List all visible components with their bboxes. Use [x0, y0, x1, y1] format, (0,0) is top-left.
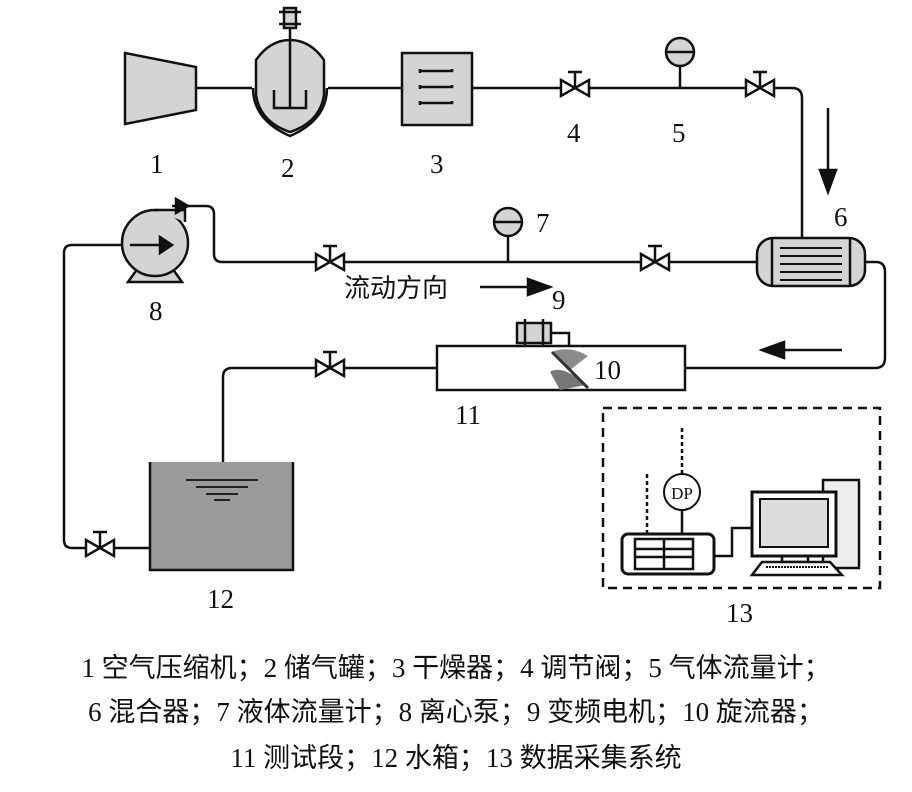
test-section [435, 319, 687, 392]
label-4: 4 [567, 118, 581, 148]
gas-flowmeter-5 [664, 36, 696, 88]
tank-to-pump-line [62, 243, 150, 550]
label-5: 5 [672, 118, 686, 148]
air-compressor [123, 51, 198, 126]
label-11: 11 [455, 400, 481, 430]
swirler [550, 349, 590, 390]
gas-line [196, 86, 804, 238]
caption-line-3: 11 测试段；12 水箱；13 数据采集系统 [230, 743, 682, 773]
valve-liquid-right [639, 244, 671, 273]
data-acquisition-system [601, 406, 882, 590]
regulating-valve-4 [559, 70, 591, 99]
flow-direction-label: 流动方向 [344, 274, 448, 303]
dryer [400, 51, 474, 127]
valve-test-outlet [314, 350, 346, 379]
test-to-tank-line [221, 366, 437, 462]
valve-gas-outlet [744, 70, 776, 99]
label-13: 13 [726, 598, 753, 628]
valves [84, 70, 776, 559]
label-9: 9 [552, 285, 566, 315]
arrow-right-icon [480, 277, 554, 297]
pipelines [62, 86, 887, 550]
arrow-down-icon [818, 108, 838, 196]
label-10: 10 [594, 355, 621, 385]
label-12: 12 [207, 584, 234, 614]
liquid-flowmeter-7 [492, 206, 524, 262]
label-2: 2 [281, 153, 295, 183]
variable-frequency-motor [515, 319, 571, 346]
flow-arrows [480, 108, 842, 360]
mixer [755, 236, 867, 288]
label-6: 6 [834, 202, 848, 232]
label-7: 7 [536, 208, 550, 238]
dp-label: DP [671, 484, 693, 503]
label-3: 3 [430, 149, 444, 179]
label-1: 1 [150, 149, 164, 179]
valve-liquid-left [314, 244, 346, 273]
gas-storage-tank [251, 6, 329, 138]
valve-tank-outlet [84, 530, 116, 559]
caption-line-2: 6 混合器；7 液体流量计；8 离心泵；9 变频电机；10 旋流器； [88, 697, 824, 727]
arrow-left-icon [758, 340, 842, 360]
caption-line-1: 1 空气压缩机；2 储气罐；3 干燥器；4 调节阀；5 气体流量计； [81, 653, 831, 683]
liquid-line [185, 204, 757, 264]
water-tank [148, 462, 295, 572]
component-labels: 1 2 3 4 5 6 7 8 9 10 11 12 13 流动方向 DP [149, 118, 848, 628]
label-8: 8 [149, 296, 163, 326]
mixer-to-test-line [685, 260, 887, 370]
centrifugal-pump [120, 196, 191, 284]
